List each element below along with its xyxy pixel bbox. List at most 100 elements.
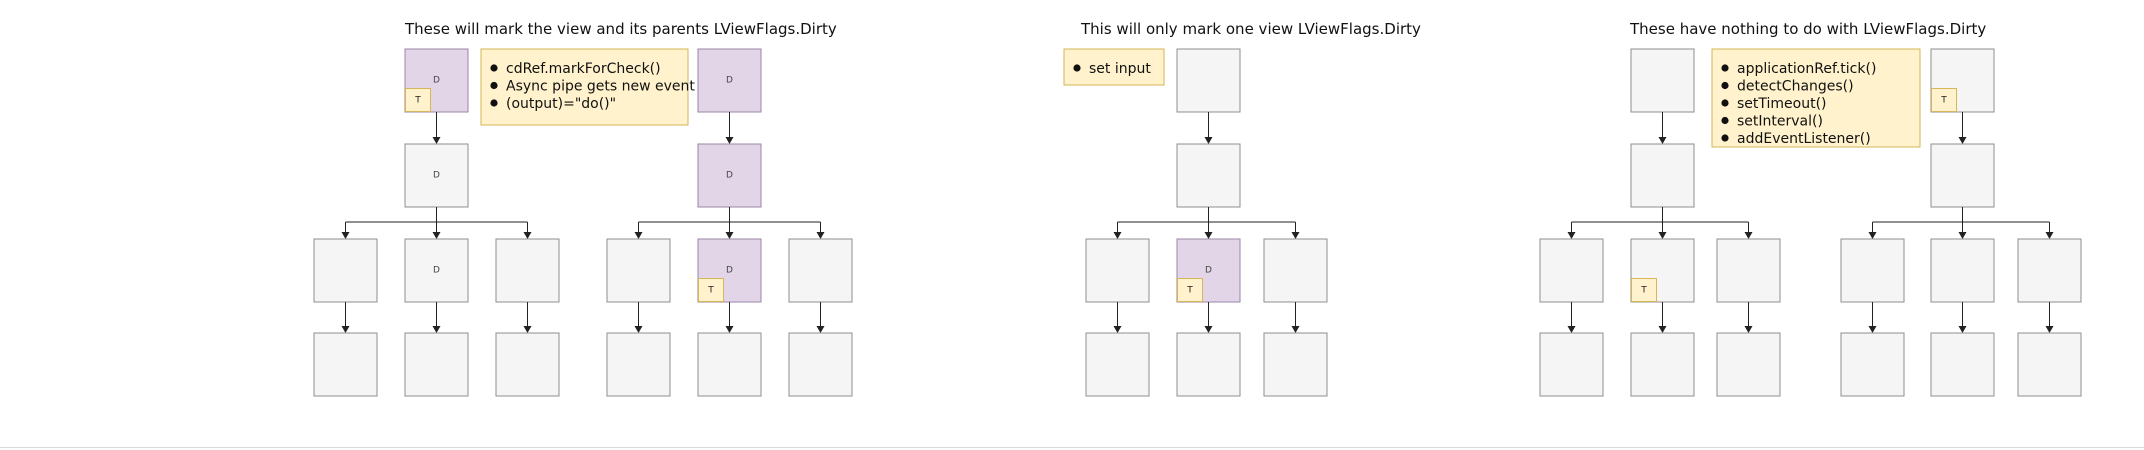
arrow-head <box>2045 326 2054 333</box>
arrow-head <box>1567 232 1576 239</box>
note-bullet <box>1721 99 1729 107</box>
view-node <box>404 332 469 397</box>
bottom-divider <box>0 447 2144 448</box>
note-bullet <box>490 99 498 107</box>
view-node <box>1716 332 1781 397</box>
view-node <box>788 238 853 303</box>
arrow-head <box>1204 326 1213 333</box>
note-item: set input <box>1089 61 1151 77</box>
arrow-head <box>816 232 825 239</box>
arrow-head <box>1658 326 1667 333</box>
view-node <box>1539 238 1604 303</box>
note-item: (output)="do()" <box>506 96 616 112</box>
view-node <box>1263 238 1328 303</box>
tick-badge-label: T <box>1186 286 1193 296</box>
tick-badge-label: T <box>1640 286 1647 296</box>
arrow-head <box>816 326 825 333</box>
view-node <box>2017 238 2082 303</box>
tick-badge-label: T <box>707 286 714 296</box>
note-bullet <box>1721 81 1729 90</box>
arrow-head <box>1291 232 1300 239</box>
arrow-head <box>523 326 532 333</box>
arrow-head <box>1658 232 1667 239</box>
arrow-head <box>1113 232 1122 239</box>
arrow-head <box>432 232 441 239</box>
view-node <box>1630 332 1695 397</box>
view-node <box>1930 143 1995 208</box>
note-bullet <box>1073 64 1081 72</box>
arrow-head <box>634 326 643 333</box>
arrow-head <box>1204 232 1213 239</box>
tick-badge-label: T <box>414 96 421 106</box>
tick-badge <box>1177 278 1203 302</box>
note-bullet <box>1721 116 1729 125</box>
arrow-head <box>725 232 734 239</box>
arrow-head <box>1291 326 1300 333</box>
note-box <box>480 48 689 126</box>
dirty-flag-label: D <box>726 171 733 181</box>
view-node <box>1840 332 1905 397</box>
note-item: cdRef.markForCheck() <box>506 61 661 77</box>
view-node <box>1930 332 1995 397</box>
dirty-flag-label: D <box>433 266 440 276</box>
note-item: setTimeout() <box>1737 96 1827 112</box>
note-item: applicationRef.tick() <box>1737 61 1876 77</box>
note-bullet <box>490 64 498 72</box>
note-bullet <box>490 81 498 90</box>
arrow-head <box>1958 326 1967 333</box>
tick-badge <box>698 278 724 302</box>
note-item: Async pipe gets new event <box>506 79 695 95</box>
arrow-head <box>1113 326 1122 333</box>
arrow-head <box>432 137 441 144</box>
view-node <box>606 238 671 303</box>
tick-badge <box>1931 88 1957 112</box>
tick-badge-label: T <box>1940 96 1947 106</box>
view-node <box>1085 238 1150 303</box>
dirty-flag-label: D <box>433 76 440 86</box>
view-node <box>697 332 762 397</box>
view-node <box>606 332 671 397</box>
arrow-head <box>1958 137 1967 144</box>
arrow-head <box>1744 232 1753 239</box>
arrow-head <box>341 326 350 333</box>
view-node <box>1716 238 1781 303</box>
arrow-head <box>2045 232 2054 239</box>
arrow-head <box>1204 137 1213 144</box>
view-node <box>2017 332 2082 397</box>
arrow-head <box>725 326 734 333</box>
arrow-head <box>1658 137 1667 144</box>
dirty-flag-label: D <box>433 171 440 181</box>
tick-badge <box>405 88 431 112</box>
note-box <box>1711 48 1921 148</box>
panel-title: These have nothing to do with LViewFlags… <box>1629 20 1986 38</box>
note-box <box>1063 48 1165 86</box>
view-node <box>1630 48 1695 113</box>
note-item: setInterval() <box>1737 114 1823 130</box>
panel-title: This will only mark one view LViewFlags.… <box>1080 20 1421 38</box>
arrow-head <box>1567 326 1576 333</box>
view-node <box>1176 143 1241 208</box>
arrow-head <box>725 137 734 144</box>
tick-badge <box>1631 278 1657 302</box>
view-node <box>313 238 378 303</box>
note-bullet <box>1721 64 1729 72</box>
arrow-head <box>523 232 532 239</box>
arrow-head <box>1868 232 1877 239</box>
dirty-flag-label: D <box>726 266 733 276</box>
arrow-head <box>1744 326 1753 333</box>
arrow-head <box>1868 326 1877 333</box>
arrow-head <box>1958 232 1967 239</box>
view-node <box>1840 238 1905 303</box>
panel-title: These will mark the view and its parents… <box>404 20 837 38</box>
arrow-head <box>634 232 643 239</box>
view-node <box>1085 332 1150 397</box>
dirty-flag-label: D <box>726 76 733 86</box>
view-node <box>1930 238 1995 303</box>
dirty-flag-label: D <box>1205 266 1212 276</box>
view-node <box>788 332 853 397</box>
note-item: addEventListener() <box>1737 131 1871 147</box>
view-node <box>1176 332 1241 397</box>
view-node <box>1539 332 1604 397</box>
view-node <box>495 332 560 397</box>
